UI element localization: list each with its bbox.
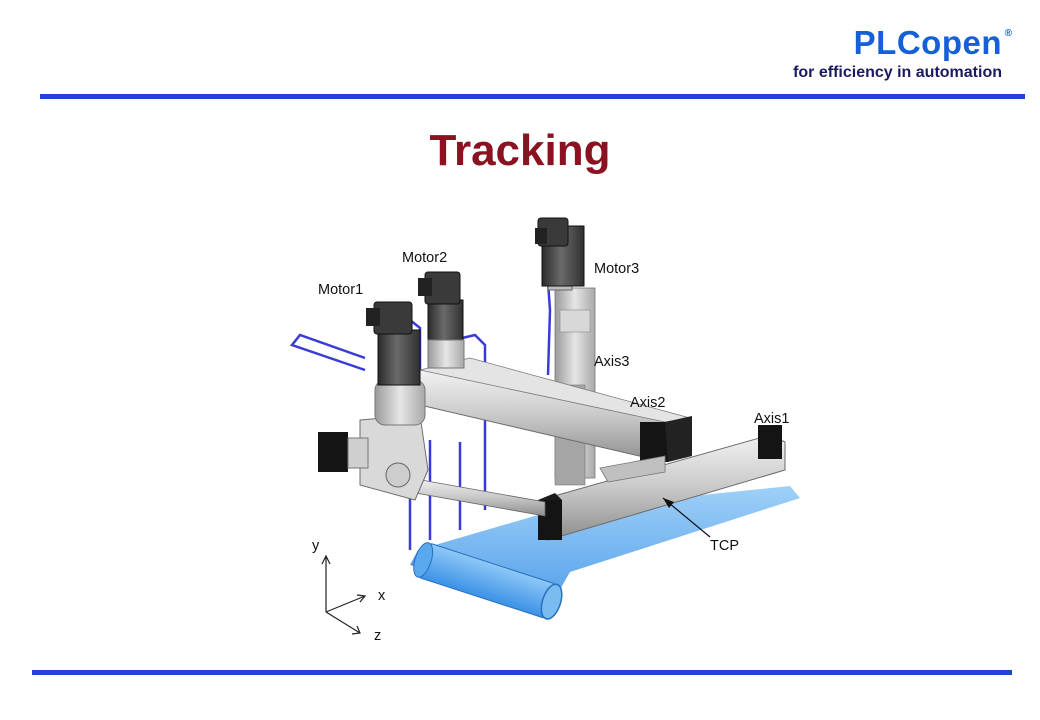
- registered-mark: ®: [1004, 28, 1012, 39]
- label-axis-y: y: [312, 538, 320, 554]
- label-motor1: Motor1: [318, 282, 363, 298]
- motor1-icon: [366, 301, 421, 386]
- coordinate-axes: [321, 554, 367, 635]
- label-motor2: Motor2: [402, 250, 447, 266]
- motor3-icon: [535, 217, 585, 287]
- plcopen-logo: PLCopen ® for efficiency in automation: [793, 24, 1012, 82]
- axis2-beam: [419, 357, 692, 463]
- label-axis-x: x: [378, 588, 386, 604]
- label-axis2: Axis2: [630, 395, 665, 411]
- label-motor3: Motor3: [594, 261, 639, 277]
- motor2-icon: [418, 271, 465, 369]
- label-axis3: Axis3: [594, 354, 629, 370]
- slide-title: Tracking: [429, 126, 611, 175]
- gantry-robot-diagram: Motor1 Motor2 Motor3 Axis3 Axis2 Axis1 T…: [289, 217, 800, 644]
- top-divider: [40, 94, 1025, 99]
- brand-tagline: for efficiency in automation: [793, 64, 1002, 81]
- conveyor-belt: [410, 486, 800, 620]
- brand-name: PLCopen: [853, 24, 1002, 61]
- axis1-beam: [538, 425, 786, 541]
- tcp-arrowhead: [663, 498, 674, 508]
- label-axis-z: z: [374, 628, 381, 644]
- gearbox-assembly: [318, 379, 429, 501]
- bottom-divider: [32, 670, 1012, 675]
- label-axis1: Axis1: [754, 411, 789, 427]
- label-tcp: TCP: [710, 538, 739, 554]
